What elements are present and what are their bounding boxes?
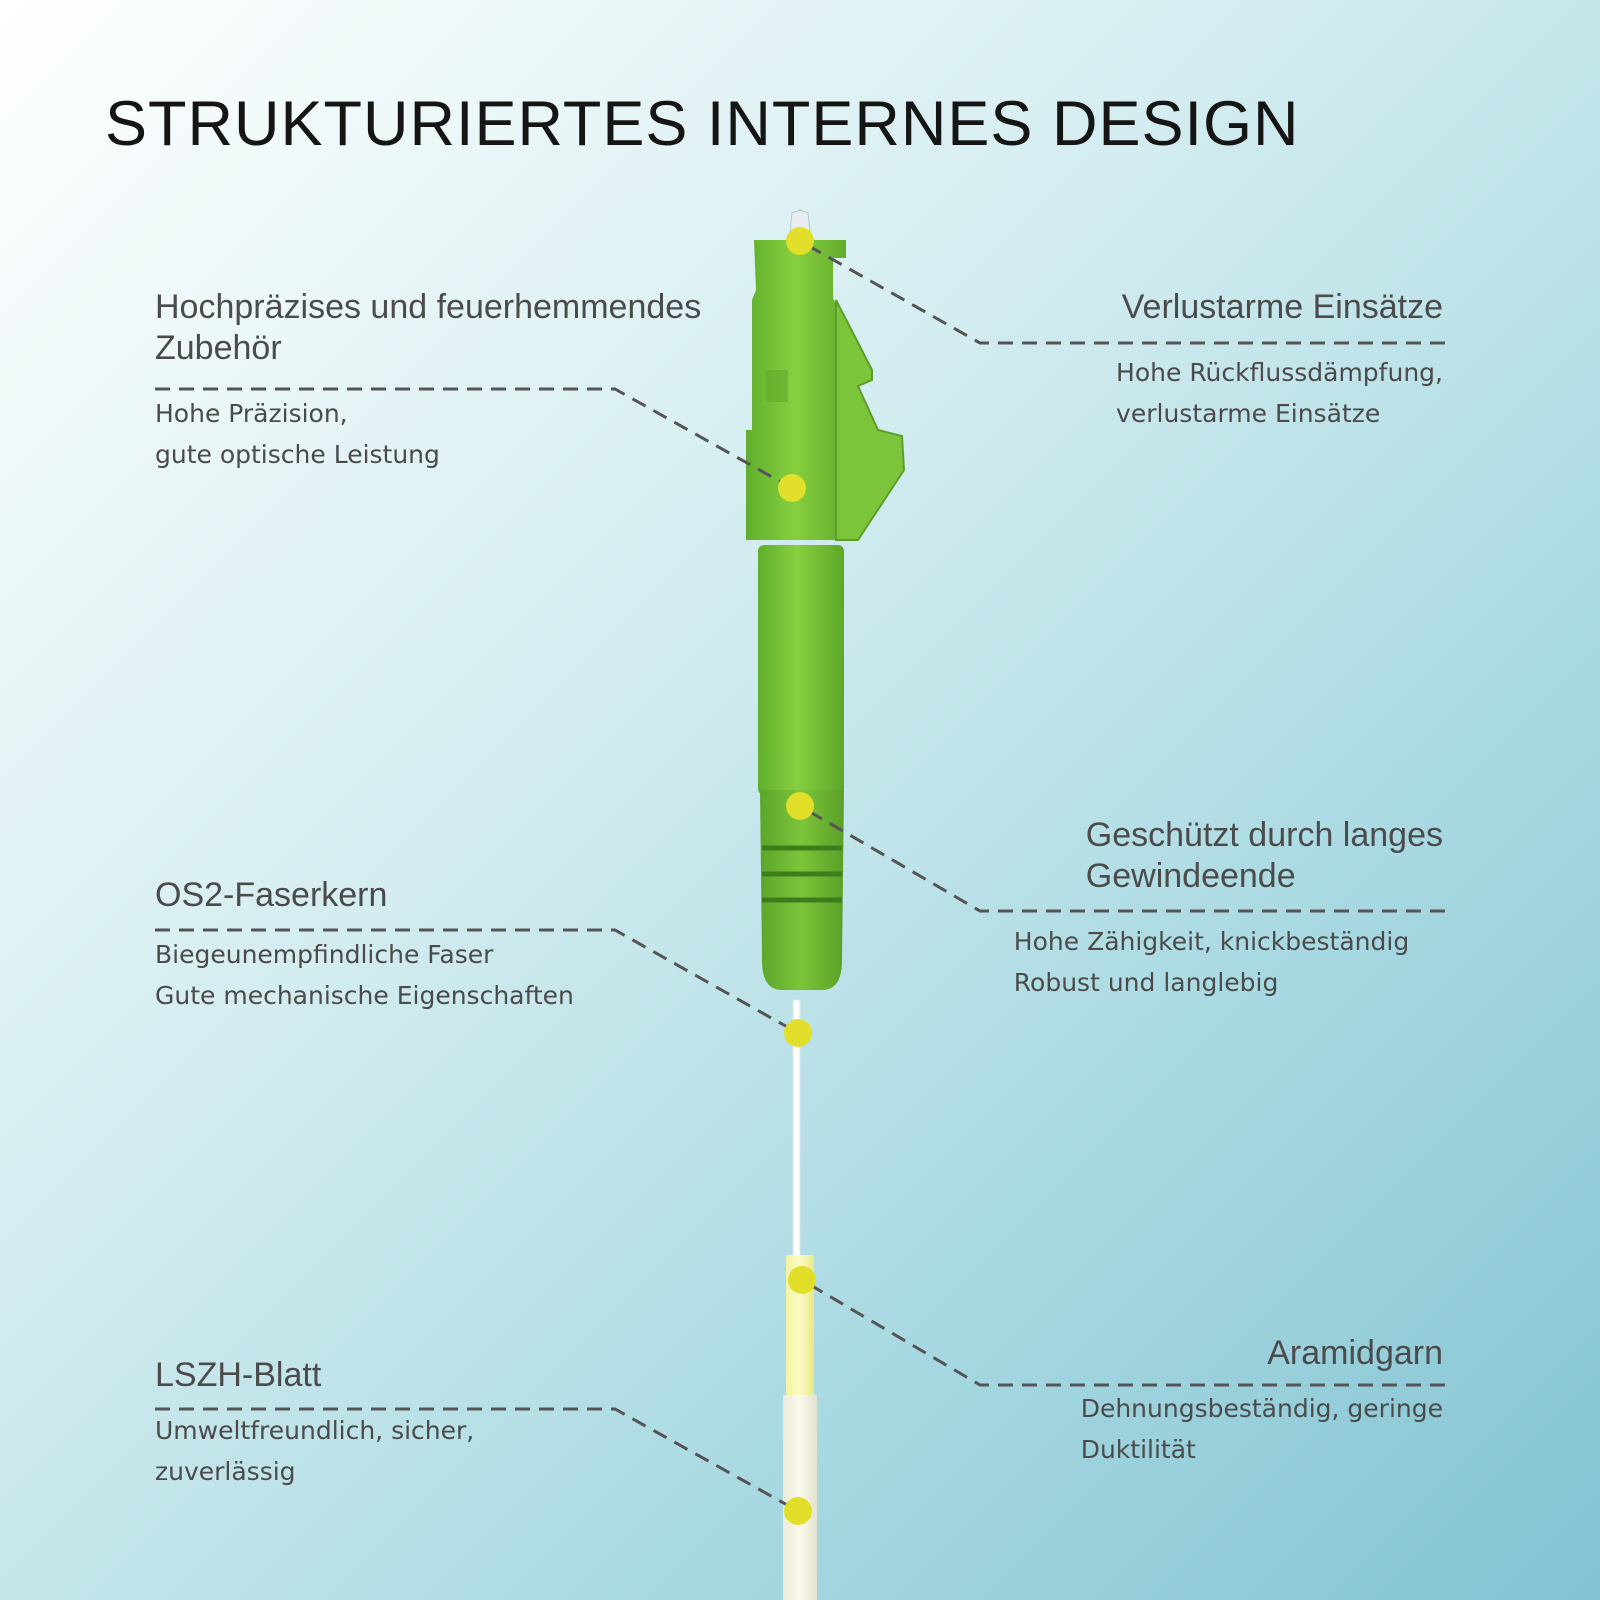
- housing-window: [766, 370, 788, 402]
- leader-line-fiber-core: [155, 928, 799, 1035]
- callout-inserts-title: Verlustarme Einsätze: [1121, 288, 1443, 326]
- callout-accessory: Hochpräzises und feuerhemmendes Zubehör …: [155, 287, 701, 475]
- marker-thread: [786, 792, 814, 820]
- callout-inserts: Verlustarme Einsätze Hohe Rückflussdämpf…: [1116, 287, 1443, 434]
- marker-aramid: [788, 1266, 816, 1294]
- callout-sheath-desc-1: Umweltfreundlich, sicher,: [155, 1416, 475, 1445]
- callout-accessory-desc-2: gute optische Leistung: [155, 440, 440, 469]
- leader-line-aramid: [801, 1278, 1445, 1387]
- connector-housing: [746, 240, 853, 540]
- callout-thread-desc-1: Hohe Zähigkeit, knickbeständig: [1013, 927, 1410, 956]
- callout-inserts-desc-2: verlustarme Einsätze: [1116, 399, 1381, 428]
- callout-fiber-core: OS2-Faserkern Biegeunempfindliche Faser …: [155, 875, 574, 1016]
- callout-thread-desc-2: Robust und langlebig: [1013, 968, 1279, 997]
- marker-sheath: [784, 1497, 812, 1525]
- leader-line-thread: [799, 804, 1445, 913]
- callout-thread: Geschützt durch langes Gewindeende Hohe …: [1014, 815, 1443, 1003]
- marker-inserts: [786, 227, 814, 255]
- connector-boot: [760, 790, 844, 990]
- callout-fiber-core-desc-2: Gute mechanische Eigenschaften: [155, 981, 574, 1010]
- callout-aramid-desc-2: Duktilität: [1080, 1435, 1196, 1464]
- leader-line-accessory: [155, 387, 791, 489]
- callout-sheath-title: LSZH-Blatt: [155, 1356, 322, 1394]
- callout-aramid-desc-1: Dehnungsbeständig, geringe: [1080, 1394, 1443, 1423]
- callout-accessory-title-2: Zubehör: [155, 329, 282, 367]
- callout-aramid-title: Aramidgarn: [1267, 1334, 1443, 1372]
- callout-accessory-title-1: Hochpräzises und feuerhemmendes: [155, 288, 702, 326]
- callout-inserts-desc-1: Hohe Rückflussdämpfung,: [1116, 358, 1443, 387]
- leader-lines: [155, 239, 1445, 1513]
- strain-relief: [758, 545, 844, 795]
- marker-accessory: [778, 474, 806, 502]
- callout-fiber-core-desc-1: Biegeunempfindliche Faser: [155, 940, 494, 969]
- marker-fiber-core: [784, 1019, 812, 1047]
- leader-line-sheath: [155, 1407, 799, 1513]
- callout-markers: [778, 227, 816, 1525]
- callout-accessory-desc-1: Hohe Präzision,: [155, 399, 348, 428]
- lc-connector: [746, 209, 906, 990]
- boot-ribs: [762, 845, 842, 903]
- callout-sheath-desc-2: zuverlässig: [155, 1457, 296, 1486]
- latch-lever: [835, 299, 906, 541]
- callout-aramid: Aramidgarn Dehnungsbeständig, geringe Du…: [1081, 1333, 1443, 1470]
- callout-thread-title-2: Gewindeende: [1085, 857, 1296, 895]
- page-title: STRUKTURIERTES INTERNES DESIGN: [105, 89, 1300, 159]
- callout-thread-title-1: Geschützt durch langes: [1085, 816, 1443, 854]
- callout-fiber-core-title: OS2-Faserkern: [155, 876, 388, 914]
- leader-line-inserts: [799, 239, 1445, 345]
- callout-sheath: LSZH-Blatt Umweltfreundlich, sicher, zuv…: [155, 1355, 474, 1492]
